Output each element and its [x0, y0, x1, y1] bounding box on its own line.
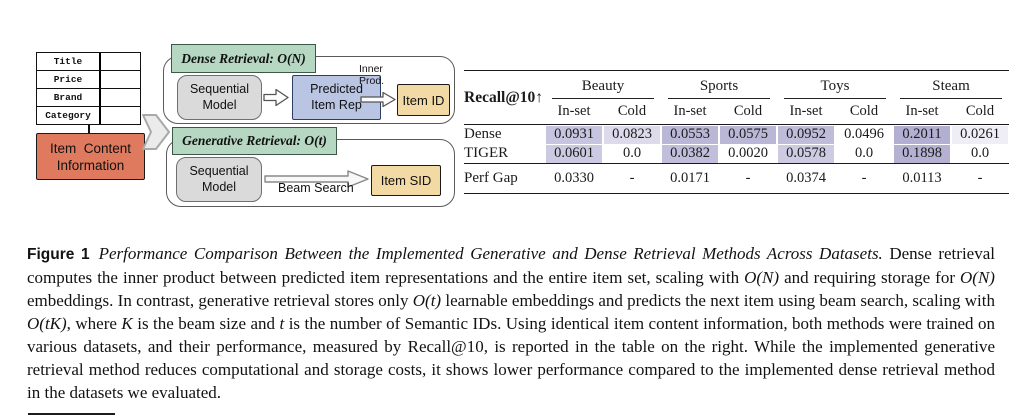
caption-segment: O(tK) [27, 314, 67, 333]
item-sid-box: Item SID [371, 165, 441, 196]
recall-results-table: Recall@10↑ Beauty Sports Toys Steam In-s… [464, 70, 1009, 194]
caption-segment: is the number of Semantic IDs. Using ide… [27, 314, 995, 402]
table-cell: 0.0374 [786, 170, 826, 186]
table-cell: 0.0330 [554, 170, 594, 186]
subheader-cold: Cold [965, 103, 995, 119]
caption-segment: K [121, 314, 133, 333]
table-metric-label: Recall@10↑ [464, 88, 543, 106]
caption-text: Performance Comparison Between the Imple… [27, 244, 995, 402]
right-arrow-icon [263, 88, 289, 107]
attr-label: Price [37, 71, 101, 88]
footnote-rule [28, 413, 115, 415]
subheader-in-set: In-set [789, 103, 823, 119]
attr-value-cell [101, 89, 138, 106]
caption-segment: Performance Comparison Between the Imple… [98, 244, 883, 263]
table-cell: 0.0261 [952, 125, 1008, 144]
row-label-tiger: TIGER [464, 145, 509, 161]
row-label-perf-gap: Perf Gap [464, 170, 518, 186]
flow-chevron-arrow-icon [142, 114, 170, 150]
caption-segment: t [279, 314, 285, 333]
table-cell: 0.0171 [670, 170, 710, 186]
attr-row-category: Category [37, 107, 140, 124]
table-cell: - [977, 170, 983, 186]
subheader-cold: Cold [617, 103, 647, 119]
beam-search-arrow-icon [264, 170, 369, 188]
table-cell: 0.0382 [662, 144, 718, 163]
table-cell: 0.0 [952, 144, 1008, 163]
caption-segment: learnable embeddings and predicts the ne… [441, 291, 995, 310]
table-cell: 0.0575 [720, 125, 776, 144]
subheader-in-set: In-set [557, 103, 591, 119]
table-cell: 0.0578 [778, 144, 834, 163]
table-to-box-connector [88, 124, 90, 133]
subheader-in-set: In-set [905, 103, 939, 119]
group-header-toys: Toys [784, 71, 886, 99]
table-cell: - [629, 170, 635, 186]
table-cell: 0.0 [604, 144, 660, 163]
attr-label: Brand [37, 89, 101, 106]
inner-prod-label: Inner Prod. [359, 63, 385, 87]
item-content-information-box: Item Content Information [36, 133, 145, 180]
attr-label: Title [37, 53, 101, 70]
group-header-steam: Steam [900, 71, 1002, 99]
item-box-line1: Item Content [49, 140, 132, 156]
table-cell: 0.0601 [546, 144, 602, 163]
caption-segment: and requiring storage for [779, 268, 961, 287]
inner-prod-arrow-icon [360, 91, 396, 108]
attr-row-title: Title [37, 53, 140, 71]
table-cell: 0.2011 [894, 125, 950, 144]
table-midrule [464, 163, 1009, 164]
attr-row-price: Price [37, 71, 140, 89]
attr-value-cell [101, 71, 138, 88]
table-midrule [464, 124, 1009, 125]
caption-segment: O(N) [744, 268, 780, 287]
group-header-sports: Sports [668, 71, 770, 99]
subheader-cold: Cold [849, 103, 879, 119]
figure-label: Figure 1 [27, 246, 90, 263]
table-cell: 0.0113 [902, 170, 942, 186]
caption-segment: embeddings. In contrast, generative retr… [27, 291, 413, 310]
table-cell: 0.1898 [894, 144, 950, 163]
caption-segment: O(t) [412, 291, 442, 310]
caption-segment: is the beam size and [132, 314, 280, 333]
item-box-line2: Information [56, 157, 125, 173]
table-cell: 0.0823 [604, 125, 660, 144]
subheader-cold: Cold [733, 103, 763, 119]
table-cell: 0.0952 [778, 125, 834, 144]
attr-value-cell [101, 107, 138, 124]
attr-value-cell [101, 53, 138, 70]
table-cell: - [861, 170, 867, 186]
item-attribute-table: Title Price Brand Category [36, 52, 141, 125]
subheader-in-set: In-set [673, 103, 707, 119]
table-cell: 0.0020 [720, 144, 776, 163]
table-cell: - [745, 170, 751, 186]
group-header-beauty: Beauty [552, 71, 654, 99]
table-cell: 0.0 [836, 144, 892, 163]
caption-segment: Dense retrieval computes the inner produ… [27, 244, 995, 287]
attr-label: Category [37, 107, 101, 124]
figure-caption: Figure 1 Performance Comparison Between t… [27, 242, 995, 404]
attr-row-brand: Brand [37, 89, 140, 107]
generative-retrieval-header: Generative Retrieval: O(t) [172, 127, 337, 155]
caption-segment: O(N) [960, 268, 995, 287]
caption-segment: , where [66, 314, 122, 333]
item-id-box: Item ID [397, 84, 450, 116]
beam-search-label: Beam Search [278, 181, 354, 195]
table-cell: 0.0553 [662, 125, 718, 144]
table-cell: 0.0931 [546, 125, 602, 144]
dense-retrieval-header: Dense Retrieval: O(N) [171, 44, 316, 73]
row-label-dense: Dense [464, 126, 502, 142]
table-cell: 0.0496 [836, 125, 892, 144]
